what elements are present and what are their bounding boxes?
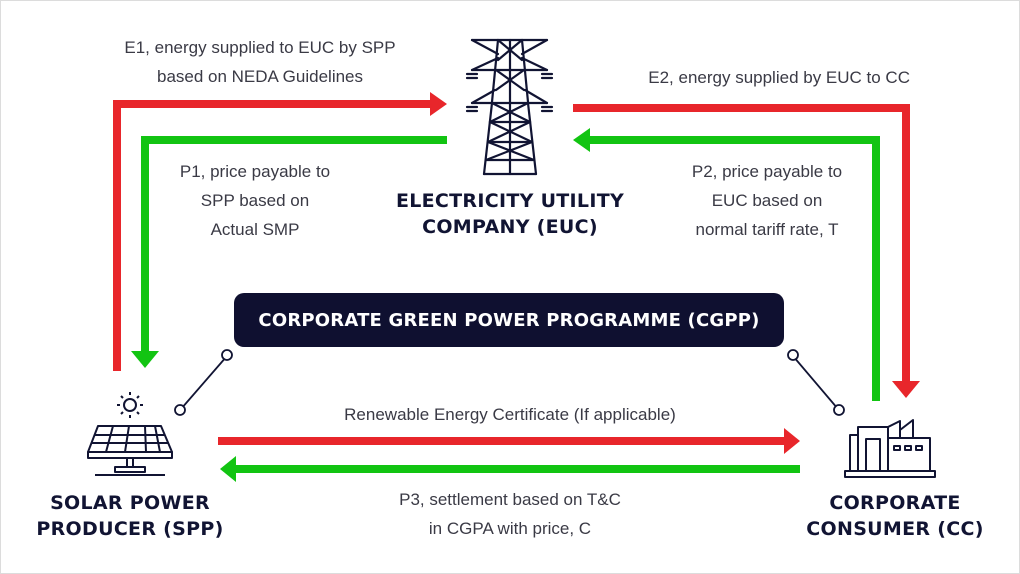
solar-panel-icon xyxy=(87,392,173,476)
e1-label: E1, energy supplied to EUC by SPP based … xyxy=(100,33,420,91)
e1-label-line1: E1, energy supplied to EUC by SPP xyxy=(124,38,396,57)
p3-label-line1: P3, settlement based on T&C xyxy=(399,490,621,509)
cgpp-banner-label: CORPORATE GREEN POWER PROGRAMME (CGPP) xyxy=(258,309,760,331)
spp-entity-label: SOLAR POWER PRODUCER (SPP) xyxy=(30,490,230,542)
p1-label-line1: P1, price payable to xyxy=(179,162,331,181)
e2-label-line1: E2, energy supplied by EUC to CC xyxy=(648,68,910,87)
p1-label-line2: SPP based on xyxy=(200,191,310,210)
p1-payment-arrow xyxy=(131,136,447,368)
euc-entity-label: ELECTRICITY UTILITY COMPANY (EUC) xyxy=(380,188,640,240)
cgpp-banner: CORPORATE GREEN POWER PROGRAMME (CGPP) xyxy=(234,293,784,347)
p1-label-line3: Actual SMP xyxy=(210,220,300,239)
p3-label: P3, settlement based on T&C in CGPA with… xyxy=(340,485,680,543)
transmission-tower-icon xyxy=(465,38,554,176)
cc-label-line1: CORPORATE xyxy=(829,492,961,514)
p1-label: P1, price payable to SPP based on Actual… xyxy=(160,157,350,244)
spp-label-line1: SOLAR POWER xyxy=(50,492,210,514)
connector-right xyxy=(787,349,845,416)
e2-label: E2, energy supplied by EUC to CC xyxy=(610,63,910,92)
cc-entity-label: CORPORATE CONSUMER (CC) xyxy=(795,490,995,542)
rec-energy-arrow xyxy=(218,428,800,454)
rec-label: Renewable Energy Certificate (If applica… xyxy=(290,400,730,429)
p2-label: P2, price payable to EUC based on normal… xyxy=(672,157,862,244)
e1-label-line2: based on NEDA Guidelines xyxy=(156,67,364,86)
p2-label-line3: normal tariff rate, T xyxy=(695,220,839,239)
p2-label-line2: EUC based on xyxy=(711,191,823,210)
cc-label-line2: CONSUMER (CC) xyxy=(806,518,984,540)
sun-icon xyxy=(117,392,143,418)
e1-energy-arrow xyxy=(113,92,447,371)
euc-label-line2: COMPANY (EUC) xyxy=(422,216,598,238)
connector-left xyxy=(174,349,233,416)
p2-label-line1: P2, price payable to xyxy=(691,162,843,181)
factory-icon xyxy=(844,419,936,478)
p3-payment-arrow xyxy=(220,456,800,482)
p3-label-line2: in CGPA with price, C xyxy=(428,519,592,538)
spp-label-line2: PRODUCER (SPP) xyxy=(36,518,224,540)
rec-label-line1: Renewable Energy Certificate (If applica… xyxy=(344,405,676,424)
p2-payment-arrow xyxy=(573,128,880,401)
euc-label-line1: ELECTRICITY UTILITY xyxy=(395,190,625,212)
e2-energy-arrow xyxy=(573,104,920,398)
